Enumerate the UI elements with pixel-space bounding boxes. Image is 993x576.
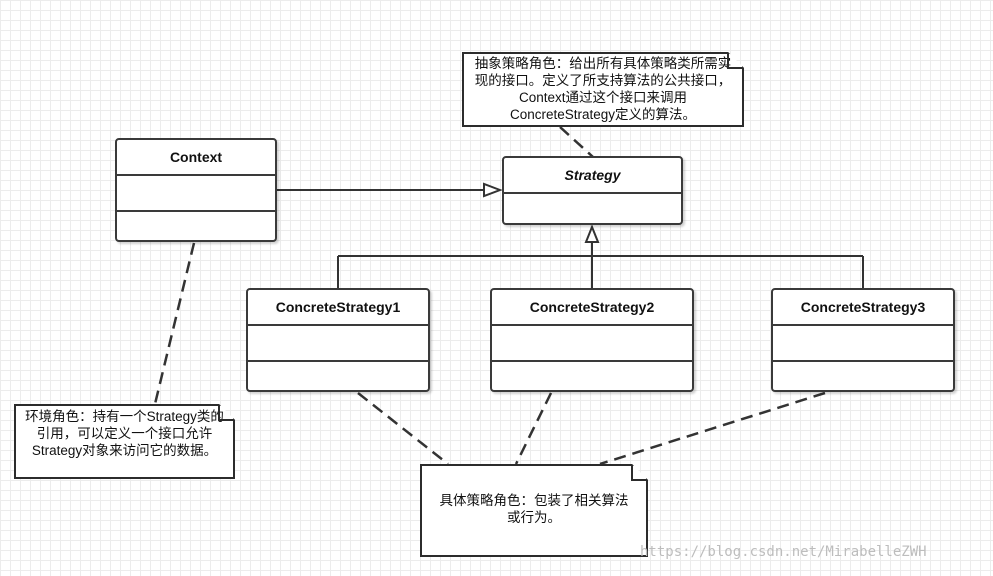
- strategy-class: Strategy: [502, 156, 683, 225]
- strategy-note-anchor: [559, 126, 594, 158]
- watermark: https://blog.csdn.net/MirabelleZWH: [640, 544, 927, 560]
- concrete-strategy-1-class: ConcreteStrategy1: [246, 288, 430, 392]
- note-fold-icon: [726, 52, 744, 70]
- concrete-strategy-2-attributes: [492, 326, 692, 362]
- context-note: 环境角色：持有一个Strategy类的引用，可以定义一个接口允许Strategy…: [14, 404, 235, 479]
- note-fold-icon: [217, 404, 235, 422]
- context-operations: [117, 212, 275, 242]
- concrete2-note-anchor: [514, 392, 553, 465]
- concrete3-note-anchor: [599, 391, 826, 466]
- concrete-strategy-2-name: ConcreteStrategy2: [492, 290, 692, 326]
- concrete-strategy-note-text: 具体策略角色：包装了相关算法或行为。: [439, 493, 629, 525]
- context-attributes: [117, 176, 275, 212]
- concrete-strategy-3-operations: [773, 362, 953, 392]
- concrete-strategy-1-attributes: [248, 326, 428, 362]
- context-class-name: Context: [117, 140, 275, 176]
- context-note-text: 环境角色：持有一个Strategy类的引用，可以定义一个接口允许Strategy…: [25, 409, 224, 458]
- concrete-strategy-3-attributes: [773, 326, 953, 362]
- note-fold-icon: [630, 464, 648, 482]
- concrete-strategy-3-name: ConcreteStrategy3: [773, 290, 953, 326]
- concrete-strategy-1-name: ConcreteStrategy1: [248, 290, 428, 326]
- concrete1-note-anchor: [357, 392, 449, 465]
- strategy-note-text: 抽象策略角色：给出所有具体策略类所需实现的接口。定义了所支持算法的公共接口，Co…: [474, 56, 732, 122]
- context-note-anchor: [153, 242, 196, 405]
- concrete-strategy-3-class: ConcreteStrategy3: [771, 288, 955, 392]
- generalization-arrowhead: [584, 224, 600, 243]
- concrete-strategy-2-class: ConcreteStrategy2: [490, 288, 694, 392]
- concrete-strategy-1-operations: [248, 362, 428, 392]
- concrete-strategy-2-operations: [492, 362, 692, 392]
- association-arrowhead: [483, 182, 503, 198]
- strategy-class-name: Strategy: [504, 158, 681, 194]
- concrete-strategy-note: 具体策略角色：包装了相关算法或行为。: [420, 464, 648, 557]
- strategy-note: 抽象策略角色：给出所有具体策略类所需实现的接口。定义了所支持算法的公共接口，Co…: [462, 52, 744, 127]
- context-class: Context: [115, 138, 277, 242]
- strategy-operations: [504, 194, 681, 223]
